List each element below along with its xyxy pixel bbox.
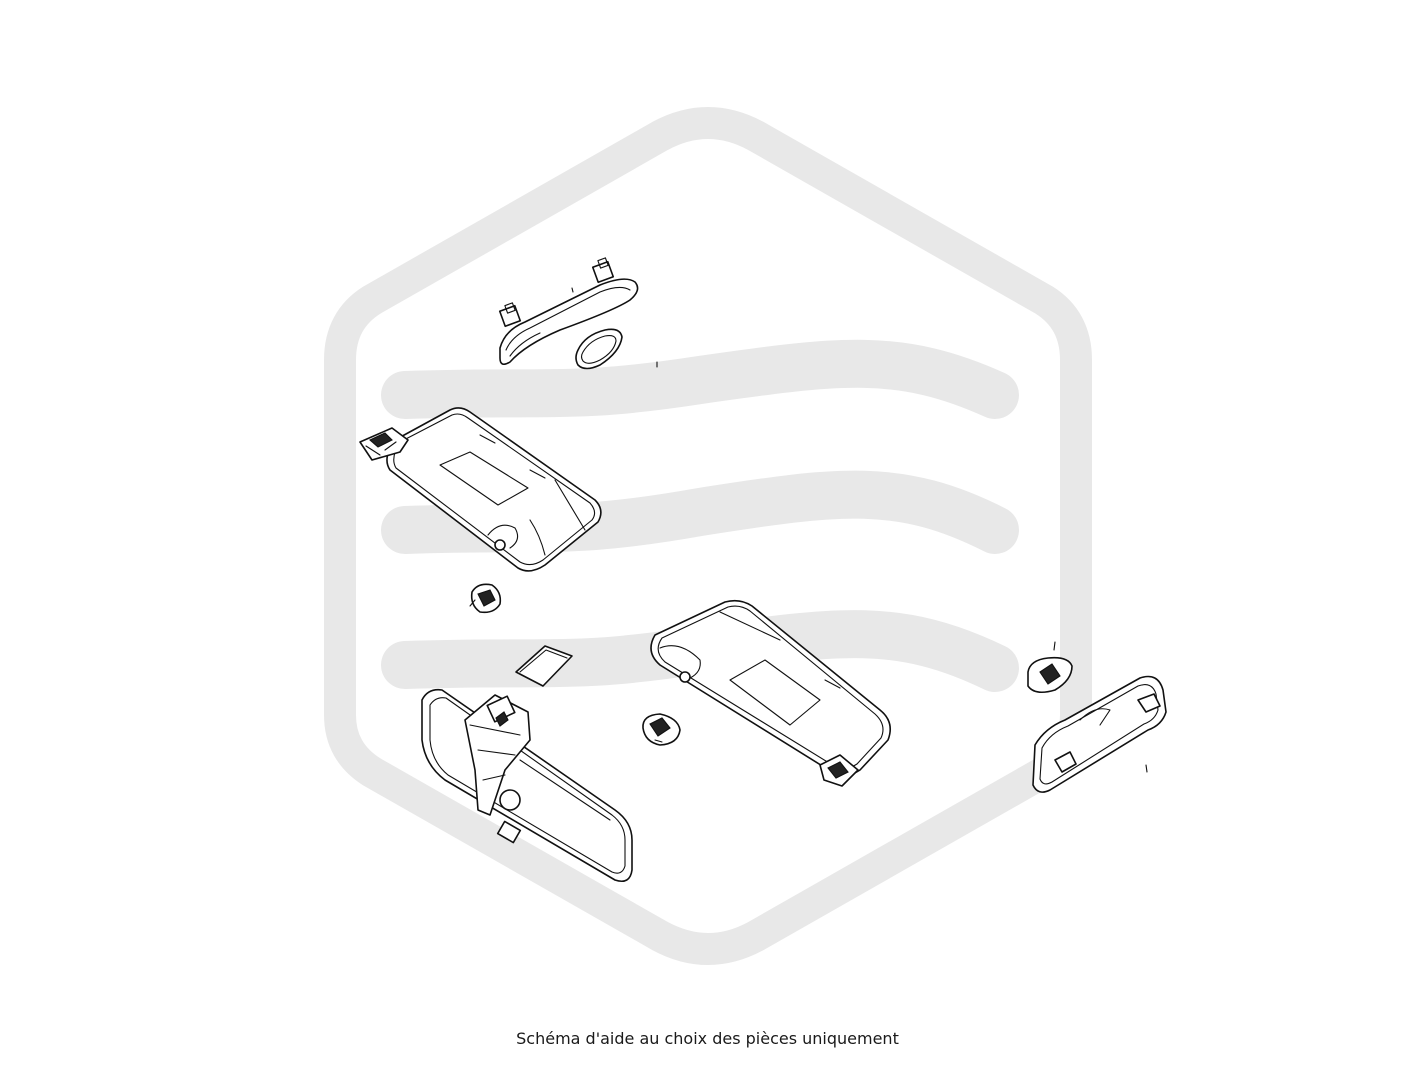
caption: Schéma d'aide au choix des pièces unique… (516, 1029, 899, 1048)
mirror-pad (515, 645, 573, 687)
grab-handle (498, 257, 658, 368)
grab-handle-cover (575, 328, 623, 370)
visor-clip-left (469, 583, 502, 614)
sun-visor-left (386, 407, 602, 572)
visor-hinge-left (359, 427, 409, 461)
watermark-wave-1 (381, 339, 1019, 419)
watermark-logo (324, 107, 1092, 965)
visor-clip-right (642, 713, 681, 746)
sun-visor-right (650, 599, 891, 787)
courtesy-light-housing (1032, 675, 1167, 793)
visor-clip-small (1027, 641, 1073, 694)
rear-view-mirror (421, 688, 633, 883)
watermark-hexagon (324, 107, 1092, 965)
